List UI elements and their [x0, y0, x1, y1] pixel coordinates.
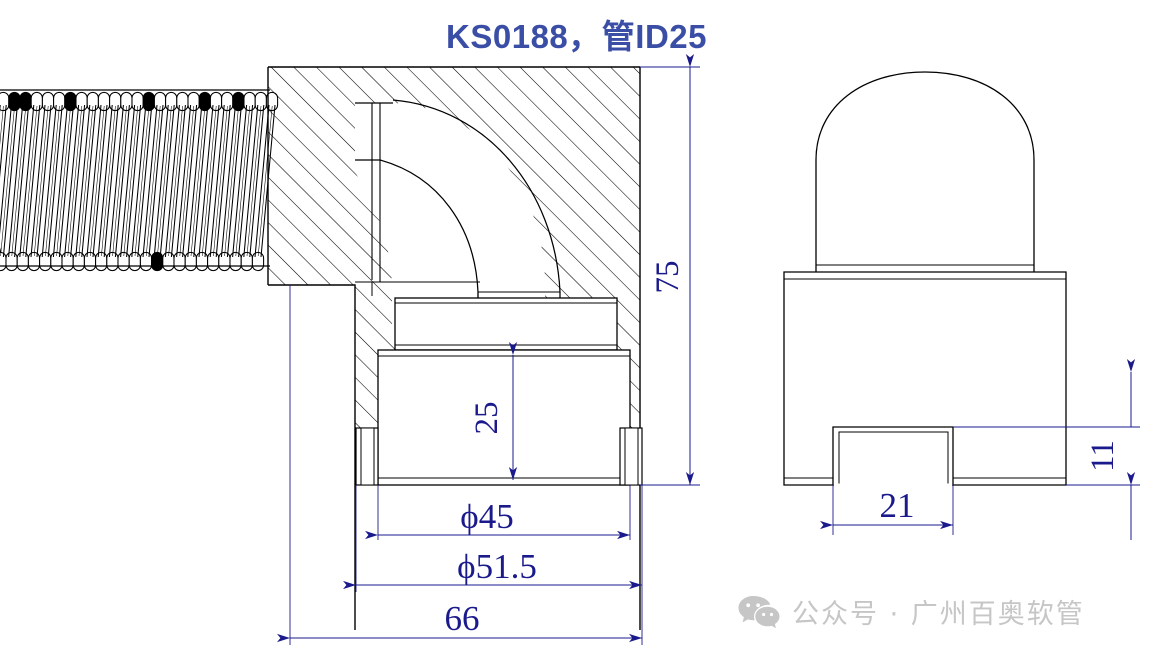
dimension-width-66: 66 [277, 285, 643, 645]
dimension-label-11: 11 [1085, 440, 1121, 472]
dimension-dia-51-5: ϕ51.5 [343, 485, 643, 592]
collar-ring [394, 297, 618, 351]
dimension-label-dia515: ϕ51.5 [457, 547, 537, 586]
side-view [783, 71, 1067, 487]
page-title: KS0188，管ID25 [446, 18, 707, 55]
dimension-notch-11: 11 [953, 359, 1140, 540]
dimension-label-75: 75 [650, 261, 686, 294]
dimension-height-75: 75 [640, 54, 700, 486]
retaining-tabs [355, 427, 643, 486]
dimension-notch-21: 21 [820, 485, 954, 535]
dimension-label-dia45: ϕ45 [460, 497, 513, 536]
dimension-bore-25: 25 [469, 342, 518, 480]
dimension-label-25: 25 [469, 402, 505, 435]
dimension-label-66: 66 [445, 599, 480, 638]
wechat-icon [738, 595, 780, 628]
dimension-label-21: 21 [880, 486, 915, 525]
watermark-text: 公众号 · 广州百奥软管 [792, 599, 1085, 630]
corrugated-hose [0, 89, 279, 272]
elbow-section-view [267, 66, 643, 630]
socket-bore [377, 349, 631, 486]
dimension-dia-45: ϕ45 [365, 485, 631, 540]
watermark: 公众号 · 广州百奥软管 [737, 592, 1085, 631]
